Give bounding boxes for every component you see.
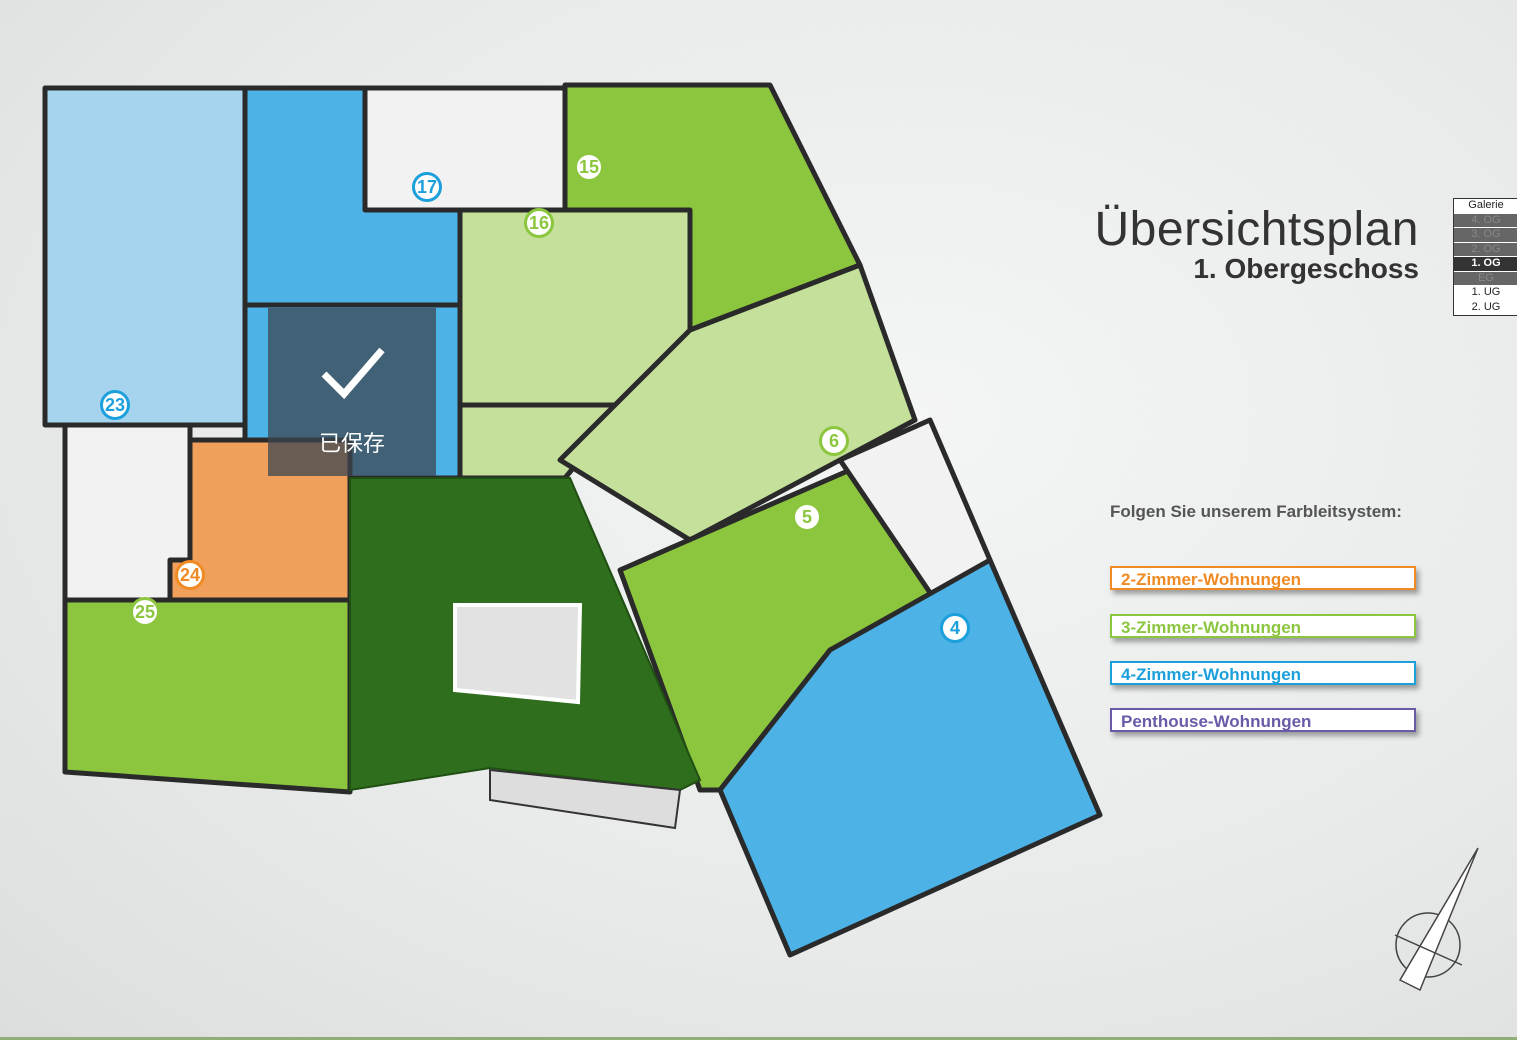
stair-core-top [362, 85, 568, 213]
footer-line [0, 1037, 1517, 1040]
floor-1ug[interactable]: 1. UG [1454, 286, 1517, 301]
unit-6-area [557, 262, 918, 543]
unit-25-area [62, 597, 353, 795]
legend-4-zimmer[interactable]: 4-Zimmer-Wohnungen [1110, 661, 1416, 685]
pool [453, 603, 583, 705]
unit-4-area [717, 557, 1103, 958]
ramp [489, 768, 682, 830]
unit-marker-5[interactable]: 5 [792, 502, 822, 532]
unit-marker-15[interactable]: 15 [574, 152, 604, 182]
legend-title: Folgen Sie unserem Farbleitsystem: [1110, 502, 1402, 521]
floor-2ug[interactable]: 2. UG [1454, 300, 1517, 315]
legend-2-zimmer[interactable]: 2-Zimmer-Wohnungen [1110, 566, 1416, 590]
floor-3og[interactable]: 3. OG [1454, 228, 1517, 243]
floor-4og[interactable]: 4. OG [1454, 213, 1517, 228]
legend-3-zimmer[interactable]: 3-Zimmer-Wohnungen [1110, 614, 1416, 638]
title-floor: 1. Obergeschoss [1193, 253, 1419, 284]
toast-message: 已保存 [318, 431, 385, 456]
unit-marker-23[interactable]: 23 [100, 390, 130, 420]
unit-marker-6[interactable]: 6 [819, 426, 849, 456]
floor-eg[interactable]: EG [1454, 271, 1517, 286]
unit-marker-25[interactable]: 25 [130, 597, 160, 627]
floor-galerie[interactable]: Galerie [1454, 199, 1517, 214]
floor-1og[interactable]: 1. OG [1454, 257, 1517, 272]
saved-toast: 已保存 [268, 308, 436, 476]
floor-2og[interactable]: 2. OG [1454, 242, 1517, 257]
title-main: Übersichtsplan [1094, 203, 1419, 256]
checkmark-icon [321, 347, 385, 400]
compass-icon [1394, 847, 1479, 992]
floor-selector: Galerie 4. OG 3. OG 2. OG 1. OG EG 1. UG… [1453, 198, 1517, 316]
unit-marker-16[interactable]: 16 [524, 208, 554, 238]
unit-23-area [42, 85, 248, 428]
page-title: Übersichtsplan 1. Obergeschoss [1095, 202, 1419, 285]
unit-marker-4[interactable]: 4 [940, 613, 970, 643]
legend-penthouse[interactable]: Penthouse-Wohnungen [1110, 708, 1416, 732]
unit-marker-24[interactable]: 24 [175, 560, 205, 590]
unit-marker-17[interactable]: 17 [412, 172, 442, 202]
